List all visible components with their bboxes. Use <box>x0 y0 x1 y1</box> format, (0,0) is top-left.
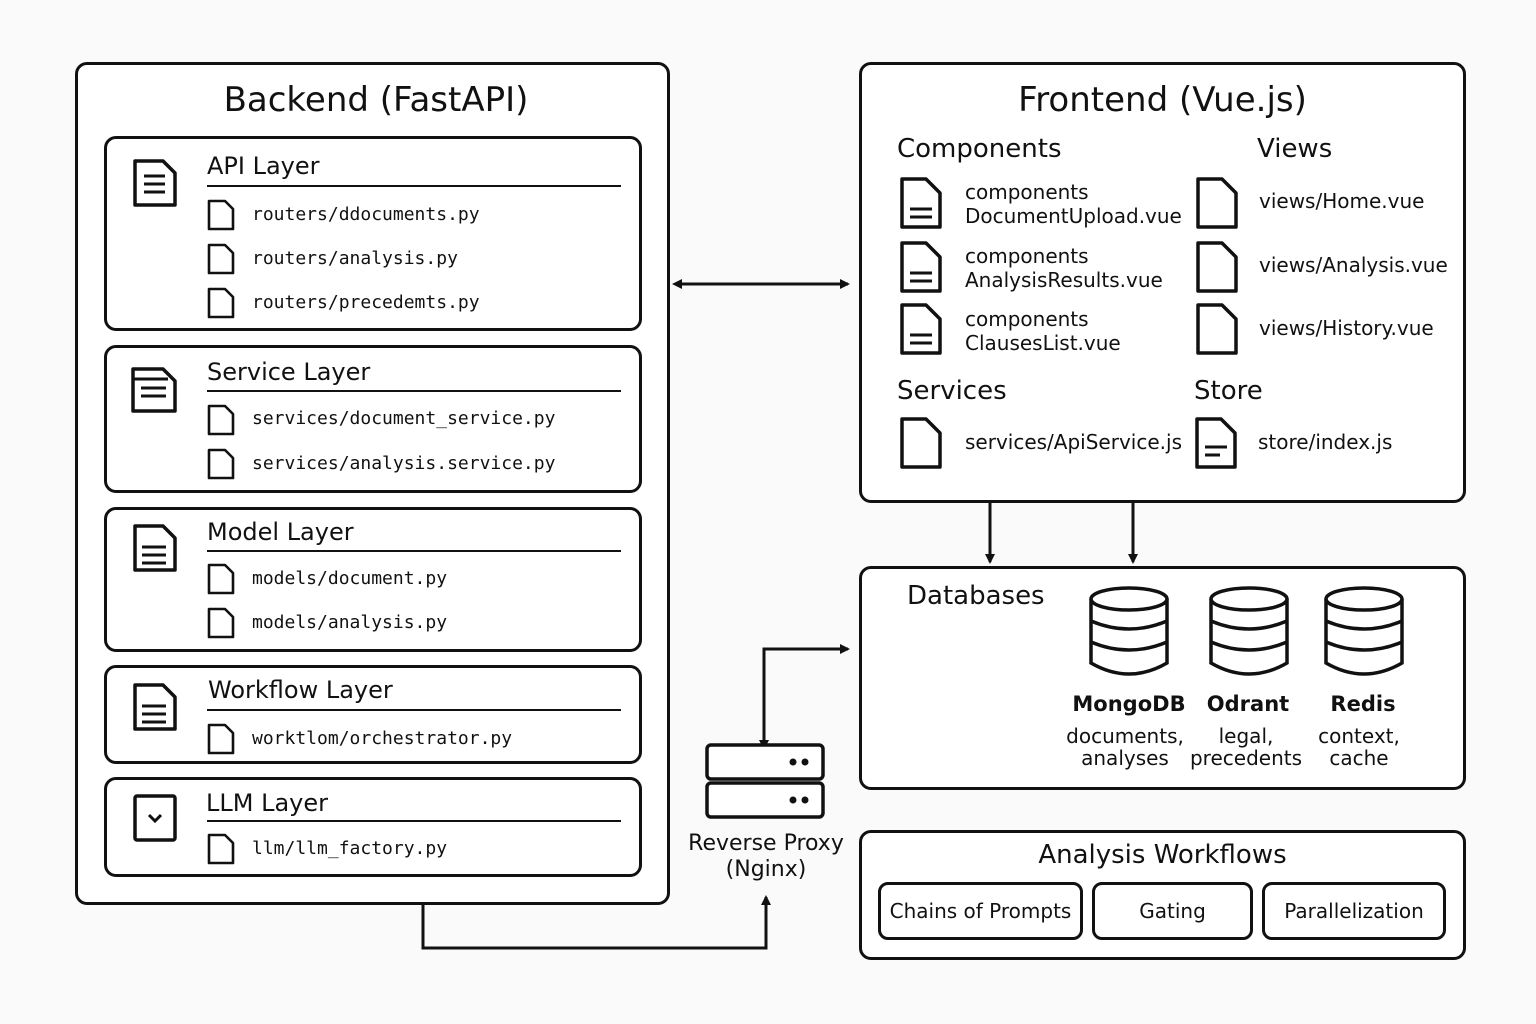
component-2-line2: AnalysisResults.vue <box>965 268 1163 292</box>
llm-file-1: llm/llm_factory.py <box>252 838 448 859</box>
llm-layer-title: LLM Layer <box>206 789 328 817</box>
component-1-line2: DocumentUpload.vue <box>965 204 1182 228</box>
model-layer-box <box>104 507 642 652</box>
db-desc-mongodb-1: documents, <box>1066 724 1184 748</box>
databases-heading: Databases <box>907 581 1045 611</box>
document-lines-icon <box>132 523 178 573</box>
document-lines-icon <box>130 366 178 414</box>
db-desc-odrant-2: precedents <box>1189 746 1303 770</box>
document-lines-icon <box>132 158 178 208</box>
view-3: views/History.vue <box>1259 316 1434 340</box>
file-icon <box>1195 240 1239 294</box>
model-layer-rule <box>207 550 621 552</box>
db-name-mongodb: MongoDB <box>1072 692 1186 716</box>
api-file-3: routers/precedemts.py <box>252 292 480 313</box>
service-file-1: services/document_service.py <box>252 408 556 429</box>
views-heading: Views <box>1257 134 1333 164</box>
database-icon <box>1322 585 1406 679</box>
proxy-db-arrow <box>759 644 850 750</box>
component-1-line1: components <box>965 180 1089 204</box>
server-icon <box>705 743 825 819</box>
file-icon <box>206 606 236 640</box>
workflow-file-1: worktlom/orchestrator.py <box>252 728 513 749</box>
proxy-label-line1: Reverse Proxy <box>688 831 844 856</box>
store-heading: Store <box>1194 376 1263 406</box>
file-lines-icon <box>1194 416 1238 470</box>
api-layer-title: API Layer <box>207 152 320 180</box>
database-icon <box>1087 585 1171 679</box>
db-name-redis: Redis <box>1330 692 1396 716</box>
component-3-line2: ClausesList.vue <box>965 331 1121 355</box>
document-lines-icon <box>132 682 178 732</box>
workflow-layer-title: Workflow Layer <box>208 676 393 704</box>
file-icon <box>206 286 236 320</box>
model-file-2: models/analysis.py <box>252 612 448 633</box>
services-heading: Services <box>897 376 1007 406</box>
model-file-1: models/document.py <box>252 568 448 589</box>
api-layer-rule <box>207 185 621 187</box>
db-desc-redis-1: context, <box>1318 724 1400 748</box>
workflow-layer-box <box>104 665 642 764</box>
workflows-heading: Analysis Workflows <box>1038 840 1287 870</box>
proxy-label-line2: (Nginx) <box>725 857 807 882</box>
api-file-2: routers/analysis.py <box>252 248 458 269</box>
db-name-odrant: Odrant <box>1206 692 1290 716</box>
file-icon <box>1195 176 1239 230</box>
frontend-panel <box>859 62 1466 503</box>
llm-layer-rule <box>207 820 621 822</box>
file-lines-icon <box>899 176 943 230</box>
frontend-title: Frontend (Vue.js) <box>1018 80 1307 120</box>
service-file-2: services/analysis.service.py <box>252 453 556 474</box>
components-heading: Components <box>897 134 1062 164</box>
db-desc-mongodb-2: analyses <box>1081 746 1169 770</box>
file-icon <box>206 722 236 756</box>
file-icon <box>206 198 236 232</box>
file-icon <box>206 562 236 596</box>
component-2-line1: components <box>965 244 1089 268</box>
db-desc-odrant-1: legal, <box>1218 724 1274 748</box>
service-layer-rule <box>207 390 621 392</box>
service-layer-box <box>104 345 642 493</box>
file-icon <box>206 403 236 437</box>
file-lines-icon <box>899 302 943 356</box>
db-desc-redis-2: cache <box>1329 746 1389 770</box>
api-file-1: routers/ddocuments.py <box>252 204 480 225</box>
view-2: views/Analysis.vue <box>1259 253 1448 277</box>
component-3-line1: components <box>965 307 1089 331</box>
api-layer-box <box>104 136 642 331</box>
service-layer-title: Service Layer <box>207 358 371 386</box>
database-icon <box>1207 585 1291 679</box>
file-icon <box>1195 302 1239 356</box>
file-icon <box>206 242 236 276</box>
llm-layer-box <box>104 777 642 877</box>
workflow-chip-parallelization: Parallelization <box>1262 882 1446 940</box>
workflow-layer-rule <box>207 709 621 711</box>
backend-proxy-arrow <box>421 895 771 950</box>
view-1: views/Home.vue <box>1259 189 1425 213</box>
file-lines-icon <box>899 240 943 294</box>
backend-title: Backend (FastAPI) <box>223 80 529 120</box>
file-icon <box>206 832 236 866</box>
model-layer-title: Model Layer <box>207 518 354 546</box>
file-icon <box>899 416 943 470</box>
file-icon <box>206 447 236 481</box>
workflow-chip-chains: Chains of Prompts <box>878 882 1083 940</box>
store-file: store/index.js <box>1258 430 1393 454</box>
chevron-down-box-icon <box>132 793 178 843</box>
service-file: services/ApiService.js <box>965 430 1182 454</box>
workflow-chip-gating: Gating <box>1092 882 1253 940</box>
